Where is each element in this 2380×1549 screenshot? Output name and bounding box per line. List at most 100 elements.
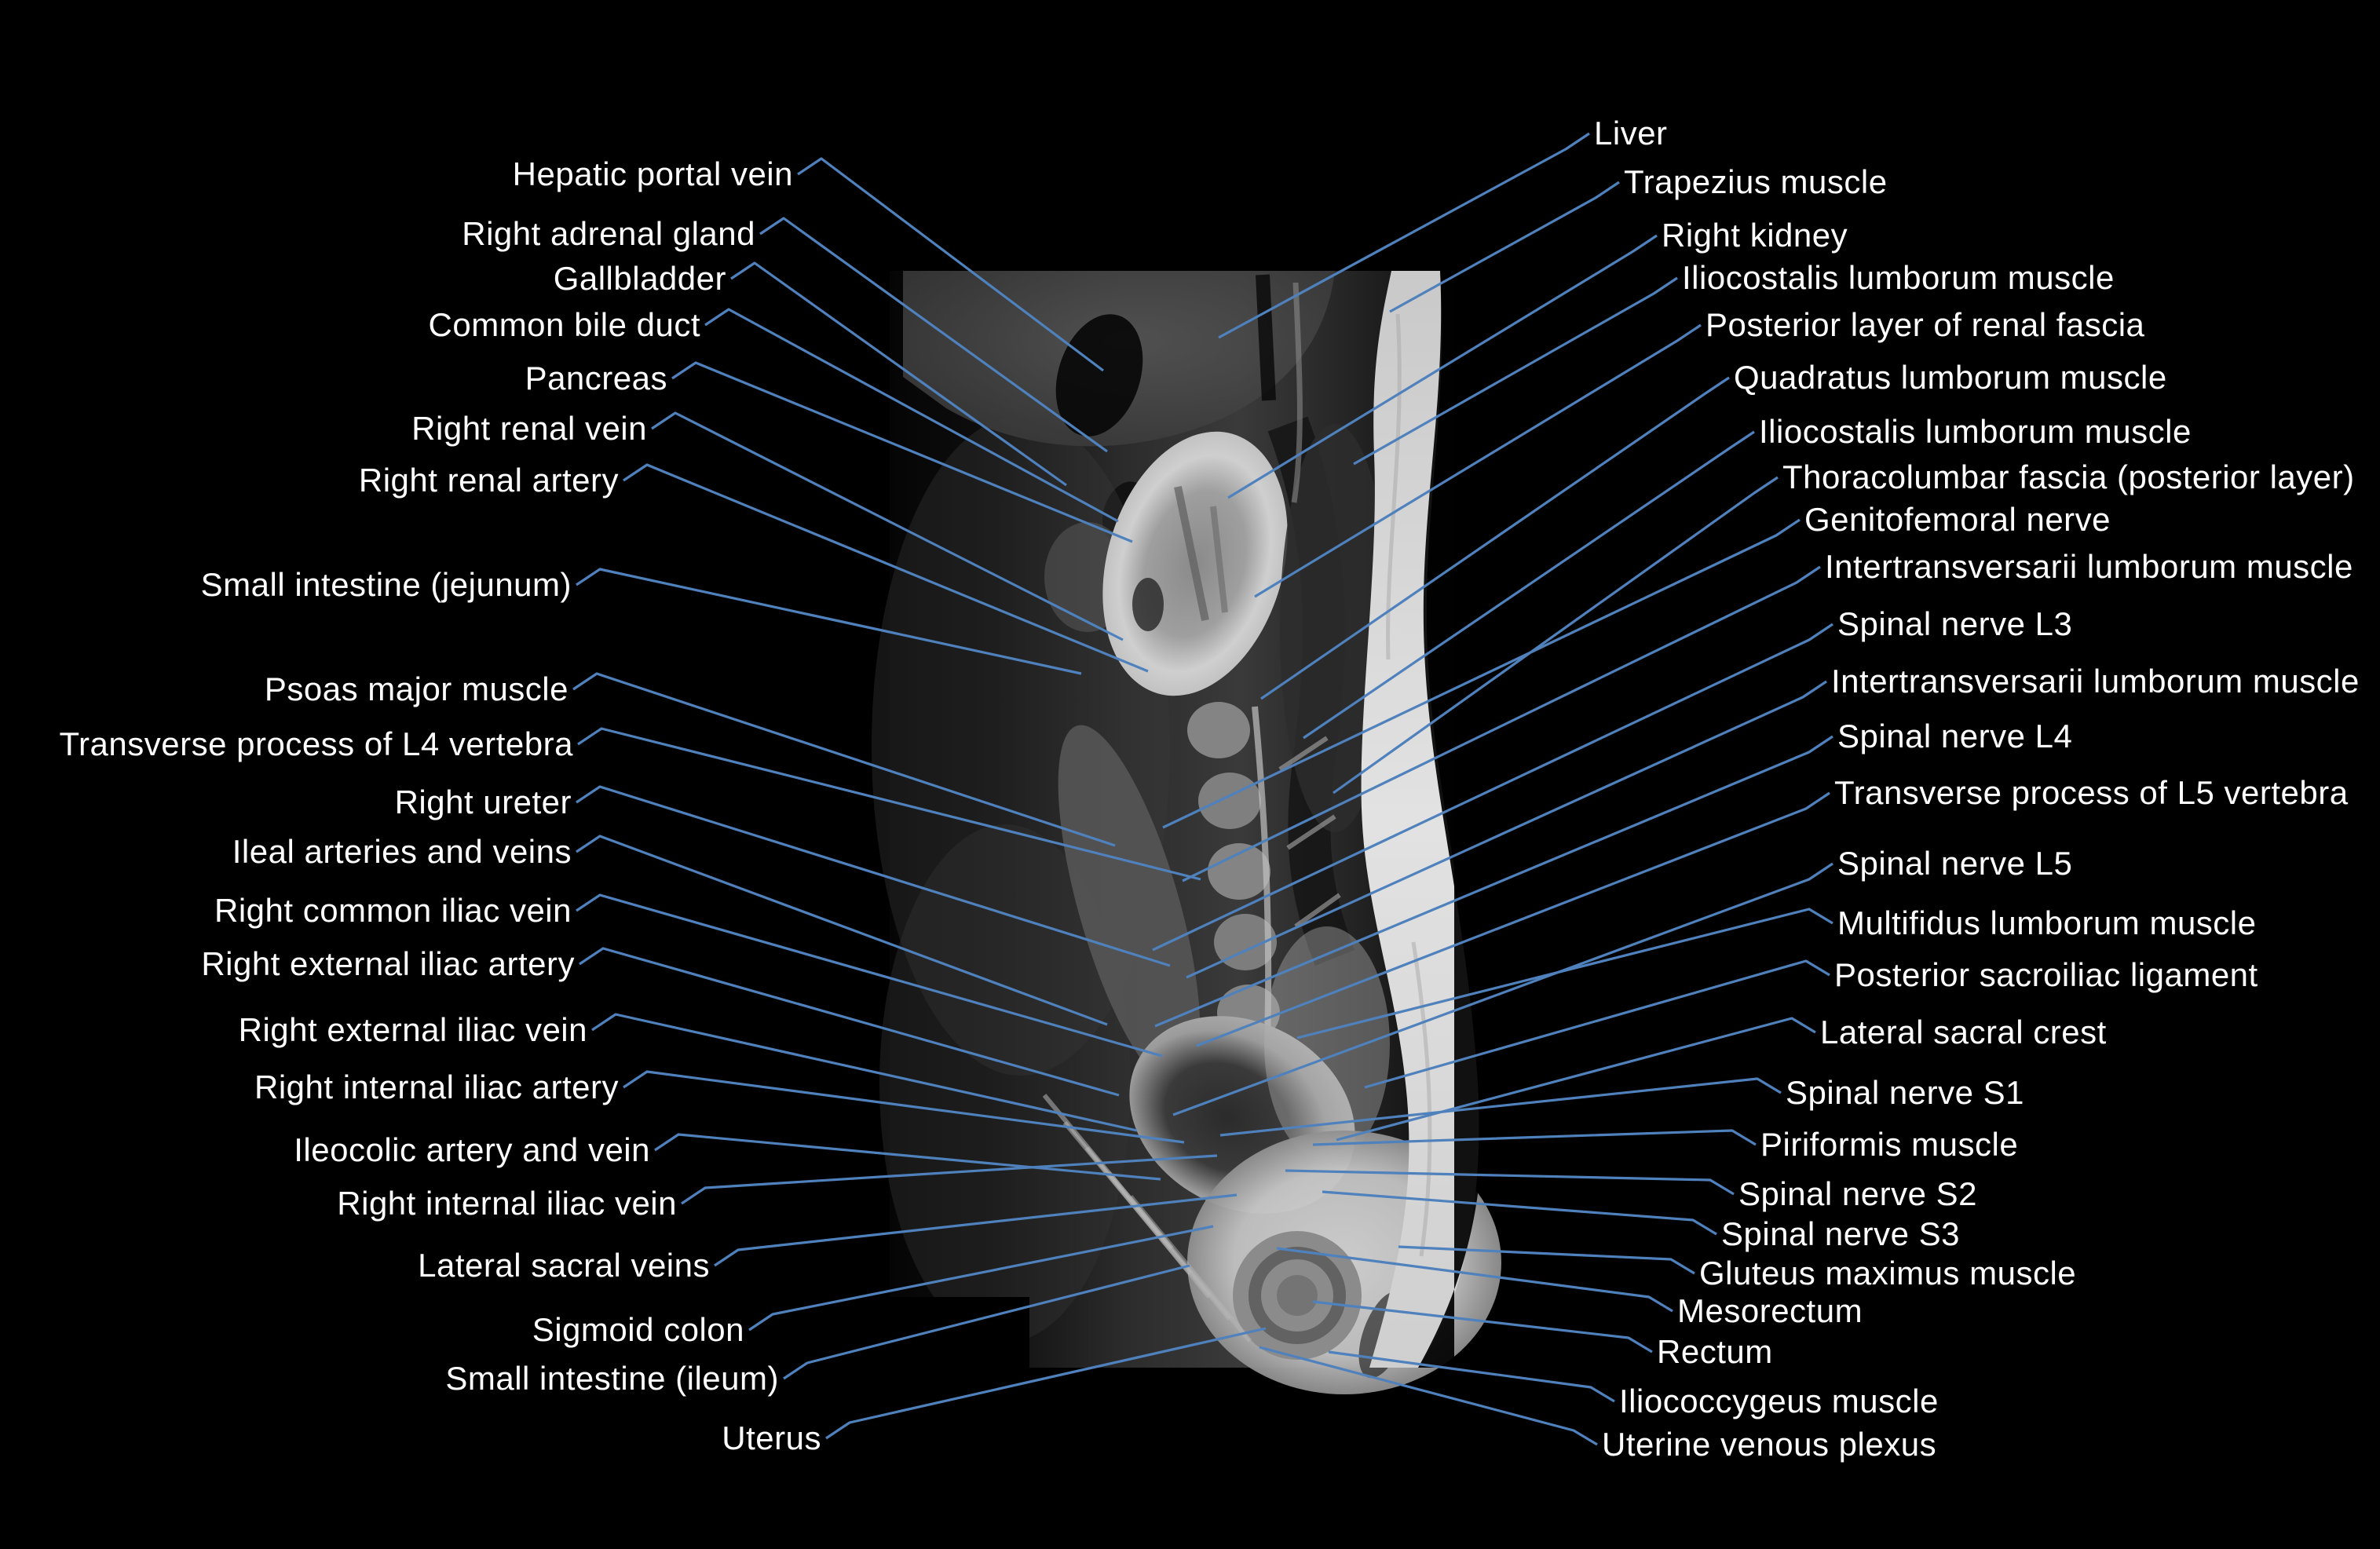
anatomy-label-genitofemoral-nerve: Genitofemoral nerve bbox=[1804, 500, 2111, 538]
anatomy-label-right-renal-vein: Right renal vein bbox=[411, 409, 647, 447]
anatomy-label-uterine-venous-plexus: Uterine venous plexus bbox=[1602, 1425, 1937, 1463]
leader-line-spinal-nerve-s1 bbox=[1219, 1077, 1782, 1137]
anatomy-label-lateral-sacral-veins: Lateral sacral veins bbox=[418, 1246, 710, 1284]
anatomy-label-intertransversarii-lumborum-muscle: Intertransversarii lumborum muscle bbox=[1825, 547, 2353, 585]
mri-image bbox=[872, 271, 1501, 1394]
anatomy-label-iliocostalis-lumborum-muscle: Iliocostalis lumborum muscle bbox=[1682, 258, 2115, 296]
anatomy-label-rectum: Rectum bbox=[1657, 1332, 1773, 1370]
leader-line-spinal-nerve-l5 bbox=[1172, 862, 1833, 1116]
leader-line-quadratus-lumborum-muscle bbox=[1260, 376, 1730, 700]
mri-fascia-wisp bbox=[1294, 893, 1341, 929]
anatomy-label-right-internal-iliac-artery: Right internal iliac artery bbox=[254, 1068, 619, 1105]
mri-fat-texture bbox=[1386, 313, 1402, 660]
leader-line-mesorectum bbox=[1276, 1247, 1673, 1313]
mri-vertebra bbox=[1208, 843, 1270, 900]
leader-line-thoracolumbar-fascia-posterior-layer bbox=[1333, 476, 1779, 795]
mri-striation bbox=[1128, 1195, 1252, 1343]
leader-line-pancreas bbox=[671, 361, 1133, 543]
leader-line-uterus bbox=[825, 1327, 1267, 1440]
leader-line-posterior-sacroiliac-ligament bbox=[1364, 959, 1830, 1089]
anatomy-label-right-external-iliac-vein: Right external iliac vein bbox=[238, 1010, 587, 1048]
anatomy-label-right-common-iliac-vein: Right common iliac vein bbox=[214, 891, 572, 929]
leader-line-lateral-sacral-crest bbox=[1336, 1017, 1816, 1142]
leader-line-gallbladder bbox=[730, 261, 1067, 487]
leader-line-right-external-iliac-vein bbox=[591, 1013, 1138, 1132]
leader-line-transverse-process-of-l5-vertebra bbox=[1196, 791, 1830, 1047]
leader-line-posterior-layer-of-renal-fascia bbox=[1254, 323, 1702, 598]
anatomy-label-right-ureter: Right ureter bbox=[394, 783, 572, 820]
anatomy-label-small-intestine-ileum: Small intestine (ileum) bbox=[445, 1359, 779, 1397]
anatomy-label-spinal-nerve-s3: Spinal nerve S3 bbox=[1721, 1215, 1961, 1252]
anatomy-label-ileal-arteries-and-veins: Ileal arteries and veins bbox=[232, 832, 572, 870]
anatomy-label-quadratus-lumborum-muscle: Quadratus lumborum muscle bbox=[1734, 358, 2167, 396]
mri-uterus-core bbox=[1277, 1275, 1318, 1316]
leader-line-right-adrenal-gland bbox=[759, 217, 1108, 453]
anatomy-label-ileocolic-artery-and-vein: Ileocolic artery and vein bbox=[294, 1131, 650, 1168]
anatomy-label-gallbladder: Gallbladder bbox=[553, 259, 726, 297]
mri-kidney-medulla-streak bbox=[1174, 485, 1209, 622]
leader-line-small-intestine-ileum bbox=[783, 1264, 1190, 1380]
mri-outside-body-dark bbox=[1418, 271, 1482, 1368]
leader-line-intertransversarii-lumborum-muscle bbox=[1186, 680, 1827, 979]
leader-line-piriformis-muscle bbox=[1312, 1129, 1757, 1146]
anatomy-label-psoas-major-muscle: Psoas major muscle bbox=[264, 670, 568, 707]
leader-line-hepatic-portal-vein bbox=[797, 157, 1104, 372]
leader-line-right-common-iliac-vein bbox=[576, 893, 1163, 1058]
leader-line-right-renal-vein bbox=[651, 411, 1124, 641]
mri-vertebra bbox=[1198, 773, 1261, 829]
leader-line-liver bbox=[1218, 132, 1590, 339]
anatomy-label-small-intestine-jejunum: Small intestine (jejunum) bbox=[200, 565, 572, 603]
mri-kidney-hilum bbox=[1132, 578, 1164, 631]
leader-line-spinal-nerve-s3 bbox=[1322, 1190, 1717, 1236]
anatomy-label-intertransversarii-lumborum-muscle: Intertransversarii lumborum muscle bbox=[1831, 662, 2360, 700]
anatomy-label-piriformis-muscle: Piriformis muscle bbox=[1760, 1125, 2019, 1163]
leader-line-genitofemoral-nerve bbox=[1162, 518, 1801, 829]
leader-line-intertransversarii-lumborum-muscle bbox=[1182, 565, 1821, 882]
mri-uterus-ring bbox=[1248, 1247, 1346, 1344]
anatomy-label-iliocostalis-lumborum-muscle: Iliocostalis lumborum muscle bbox=[1759, 412, 2192, 450]
leader-line-right-kidney bbox=[1227, 234, 1658, 499]
leader-line-ileal-arteries-and-veins bbox=[576, 835, 1108, 1026]
leader-line-ileocolic-artery-and-vein bbox=[654, 1133, 1161, 1181]
anatomy-label-spinal-nerve-l3: Spinal nerve L3 bbox=[1837, 605, 2073, 642]
leader-line-rectum bbox=[1312, 1300, 1653, 1354]
anatomy-label-gluteus-maximus-muscle: Gluteus maximus muscle bbox=[1699, 1254, 2077, 1291]
anatomy-label-spinal-nerve-l4: Spinal nerve L4 bbox=[1837, 717, 2073, 754]
leader-line-right-internal-iliac-artery bbox=[623, 1070, 1185, 1144]
leader-line-iliocostalis-lumborum-muscle bbox=[1303, 430, 1755, 740]
mri-psoas-muscle bbox=[1058, 725, 1201, 1089]
leader-line-right-internal-iliac-vein bbox=[681, 1154, 1218, 1205]
mri-fascia-wisp bbox=[1278, 736, 1329, 772]
anatomy-label-mesorectum: Mesorectum bbox=[1677, 1291, 1863, 1329]
anatomy-label-posterior-layer-of-renal-fascia: Posterior layer of renal fascia bbox=[1705, 305, 2145, 343]
anatomy-label-right-internal-iliac-vein: Right internal iliac vein bbox=[337, 1184, 677, 1222]
anatomy-label-spinal-nerve-s1: Spinal nerve S1 bbox=[1786, 1073, 2025, 1111]
mri-stomach-dark-blob bbox=[1055, 314, 1143, 437]
leader-lines-layer bbox=[572, 132, 1833, 1446]
leader-line-lateral-sacral-veins bbox=[714, 1193, 1238, 1267]
leader-line-right-ureter bbox=[576, 785, 1171, 967]
anatomy-label-uterus: Uterus bbox=[722, 1419, 821, 1456]
anatomy-label-lateral-sacral-crest: Lateral sacral crest bbox=[1820, 1013, 2107, 1050]
anatomy-label-spinal-nerve-l5: Spinal nerve L5 bbox=[1837, 844, 2073, 882]
mri-kidney-medulla-streak bbox=[1210, 506, 1228, 613]
anatomy-label-iliococcygeus-muscle: Iliococcygeus muscle bbox=[1619, 1382, 1939, 1419]
leader-line-iliococcygeus-muscle bbox=[1328, 1350, 1615, 1403]
leader-line-right-external-iliac-artery bbox=[579, 947, 1120, 1097]
anatomy-label-trapezius-muscle: Trapezius muscle bbox=[1624, 163, 1888, 200]
anatomy-label-pancreas: Pancreas bbox=[525, 359, 667, 396]
leader-line-trapezius-muscle bbox=[1389, 181, 1620, 313]
leader-line-spinal-nerve-l4 bbox=[1154, 735, 1833, 1028]
anatomy-label-transverse-process-of-l5-vertebra: Transverse process of L5 vertebra bbox=[1834, 773, 2349, 811]
leader-line-gluteus-maximus-muscle bbox=[1398, 1245, 1695, 1275]
mri-erector-muscle bbox=[1280, 424, 1390, 832]
leader-line-spinal-nerve-l3 bbox=[1152, 623, 1833, 952]
leader-line-uterine-venous-plexus bbox=[1259, 1346, 1598, 1446]
anatomy-label-right-adrenal-gland: Right adrenal gland bbox=[462, 214, 755, 252]
leader-line-common-bile-duct bbox=[704, 308, 1119, 523]
anatomy-label-right-external-iliac-artery: Right external iliac artery bbox=[201, 944, 575, 982]
anatomy-label-common-bile-duct: Common bile duct bbox=[428, 305, 700, 343]
mri-vertebra bbox=[1187, 702, 1250, 758]
anatomy-label-hepatic-portal-vein: Hepatic portal vein bbox=[512, 155, 793, 192]
